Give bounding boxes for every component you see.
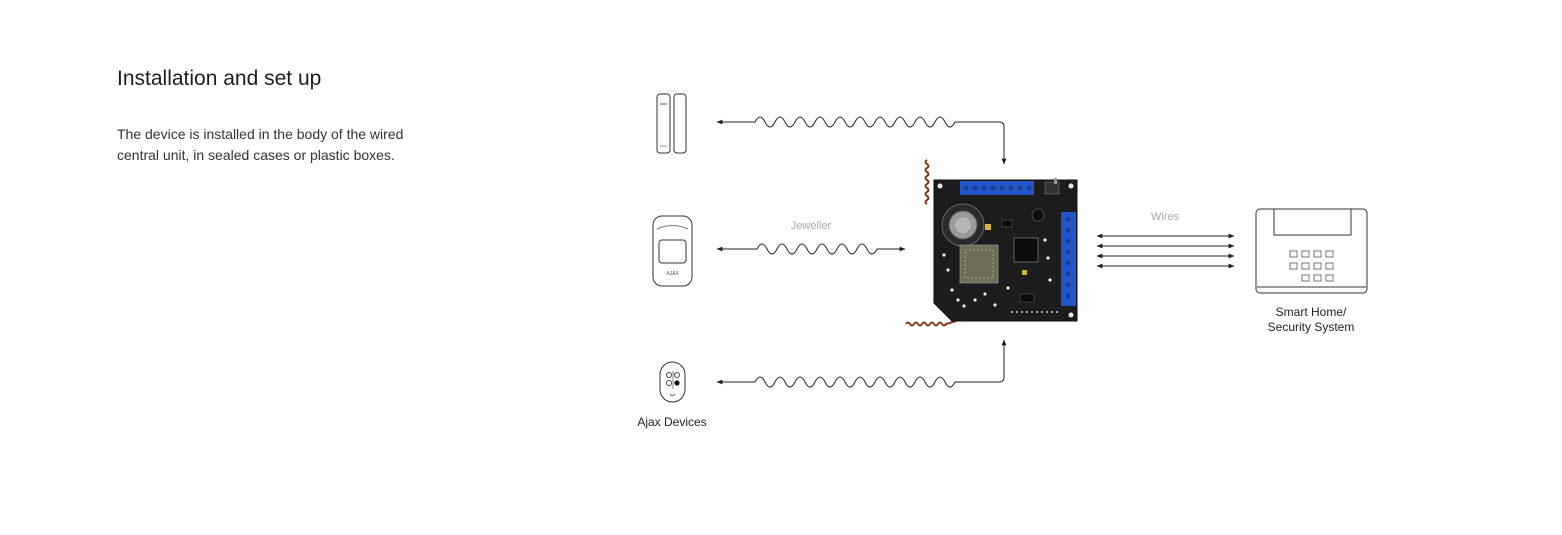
keyfob-icon	[659, 361, 686, 403]
radio-link-bottom	[716, 339, 1007, 388]
radio-link-middle	[716, 243, 906, 255]
wires-label: Wires	[1151, 211, 1180, 223]
page-title: Installation and set up	[117, 67, 322, 90]
motion-brand-text: AJAX	[666, 271, 679, 277]
system-label-line2: Security System	[1268, 320, 1355, 334]
system-label-line1: Smart Home/	[1276, 305, 1347, 319]
section-description: The device is installed in the body of t…	[117, 126, 404, 163]
radio-link-top	[716, 116, 1007, 165]
door-sensor-icon	[656, 93, 687, 154]
jeweller-label: Jeweller	[791, 220, 832, 232]
motion-detector-icon: AJAX	[652, 215, 693, 287]
wire-lines	[1096, 233, 1235, 269]
ajax-devices-label: Ajax Devices	[637, 415, 706, 429]
control-panel-icon	[1255, 208, 1368, 294]
integration-board-icon	[905, 159, 1078, 327]
